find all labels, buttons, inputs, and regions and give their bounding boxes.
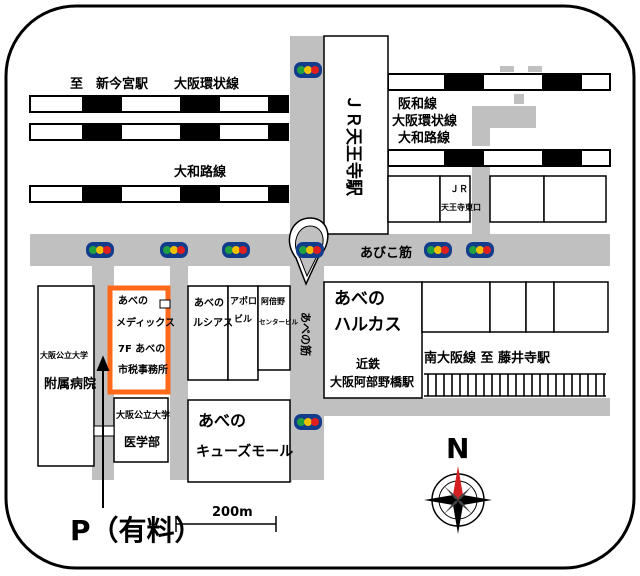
label-north: N bbox=[446, 432, 469, 465]
traffic-signal-icon bbox=[296, 242, 324, 258]
traffic-signal-icon bbox=[86, 242, 114, 258]
label-lucias-2: ルシアス bbox=[193, 317, 233, 329]
road-jr-east-v bbox=[472, 160, 490, 236]
labels: 至 新今宮駅 大阪環状線 大和路線 阪和線 大阪環状線 大和路線 ＪＲ天王寺駅 … bbox=[40, 76, 551, 547]
label-kintetsu-2: 大阪阿部野橋駅 bbox=[330, 374, 415, 389]
road-minor-center bbox=[170, 262, 188, 480]
traffic-signal-icon bbox=[424, 242, 452, 258]
medschool-building bbox=[113, 397, 169, 463]
label-medix-1: あべの bbox=[118, 294, 148, 307]
traffic-signal-icon bbox=[222, 242, 250, 258]
jr-tennoji-station-building bbox=[323, 35, 389, 235]
label-shinkin-2: センタービル bbox=[259, 317, 299, 326]
label-medix-4: 市税事務所 bbox=[118, 363, 168, 376]
traffic-signals bbox=[86, 62, 494, 430]
label-qsmall-2: キューズモール bbox=[196, 443, 293, 460]
label-apollo-2: ビル bbox=[234, 313, 252, 325]
label-apollo-1: アポロ bbox=[230, 295, 257, 307]
buildings bbox=[37, 35, 609, 483]
road-kintetsu-south bbox=[324, 398, 610, 416]
label-lucias-1: あべの bbox=[194, 296, 224, 309]
harukas-building bbox=[323, 281, 423, 399]
label-yamatoji-left: 大和路線 bbox=[174, 164, 227, 180]
jr-east-exit-building bbox=[439, 175, 471, 223]
label-jr-tennoji-station: ＪＲ天王寺駅 bbox=[343, 94, 364, 197]
parking-arrow-icon bbox=[96, 355, 110, 508]
label-medix-3: 7F あべの bbox=[118, 342, 165, 355]
scale-bar bbox=[175, 516, 277, 532]
label-hanwa: 阪和線 bbox=[398, 96, 438, 112]
label-yamatoji-right: 大和路線 bbox=[398, 130, 451, 146]
label-kintetsu-1: 近鉄 bbox=[356, 356, 380, 371]
label-harukas-2: ハルカス bbox=[334, 315, 402, 335]
label-scale: 200m bbox=[212, 505, 253, 520]
label-to-shinimamiya: 至 新今宮駅 bbox=[70, 76, 149, 92]
railway-left-blocks bbox=[82, 96, 288, 202]
qsmall-building bbox=[187, 399, 291, 483]
kintetsu-railway bbox=[424, 373, 606, 397]
label-hospital-1: 大阪公立大学 bbox=[40, 350, 88, 360]
label-parking: P（有料） bbox=[70, 514, 203, 547]
compass-icon bbox=[424, 466, 492, 534]
label-osaka-loop-left: 大阪環状線 bbox=[174, 76, 240, 92]
label-qsmall-1: あべの bbox=[198, 411, 246, 430]
label-jr-exit-2: 天王寺東口 bbox=[441, 202, 481, 212]
label-harukas-1: あべの bbox=[334, 289, 385, 309]
road-hanwa-connector-v bbox=[472, 106, 490, 146]
label-medschool-2: 医学部 bbox=[124, 434, 160, 449]
traffic-signal-icon bbox=[294, 62, 322, 78]
label-osaka-loop-right: 大阪環状線 bbox=[392, 113, 458, 129]
hanwa-dashed bbox=[500, 66, 542, 122]
traffic-signal-icon bbox=[294, 414, 322, 430]
railway-right-blocks bbox=[444, 74, 582, 166]
traffic-signal-icon bbox=[160, 242, 188, 258]
traffic-signal-icon bbox=[466, 242, 494, 258]
label-abeno-suji: あべの筋 bbox=[299, 312, 313, 356]
label-medschool-1: 大阪公立大学 bbox=[116, 409, 170, 421]
label-minami-osaka: 南大阪線 至 藤井寺駅 bbox=[424, 350, 551, 366]
label-shinkin-1: 阿倍野 bbox=[261, 296, 285, 306]
label-jr-exit-1: ＪＲ bbox=[450, 184, 468, 195]
hospital-building bbox=[37, 285, 95, 467]
label-abiko-suji: あびこ筋 bbox=[360, 245, 412, 261]
label-hospital-2: 附属病院 bbox=[44, 376, 96, 392]
label-medix-2: メディックス bbox=[116, 316, 175, 329]
abeno-medix-building bbox=[107, 285, 171, 395]
